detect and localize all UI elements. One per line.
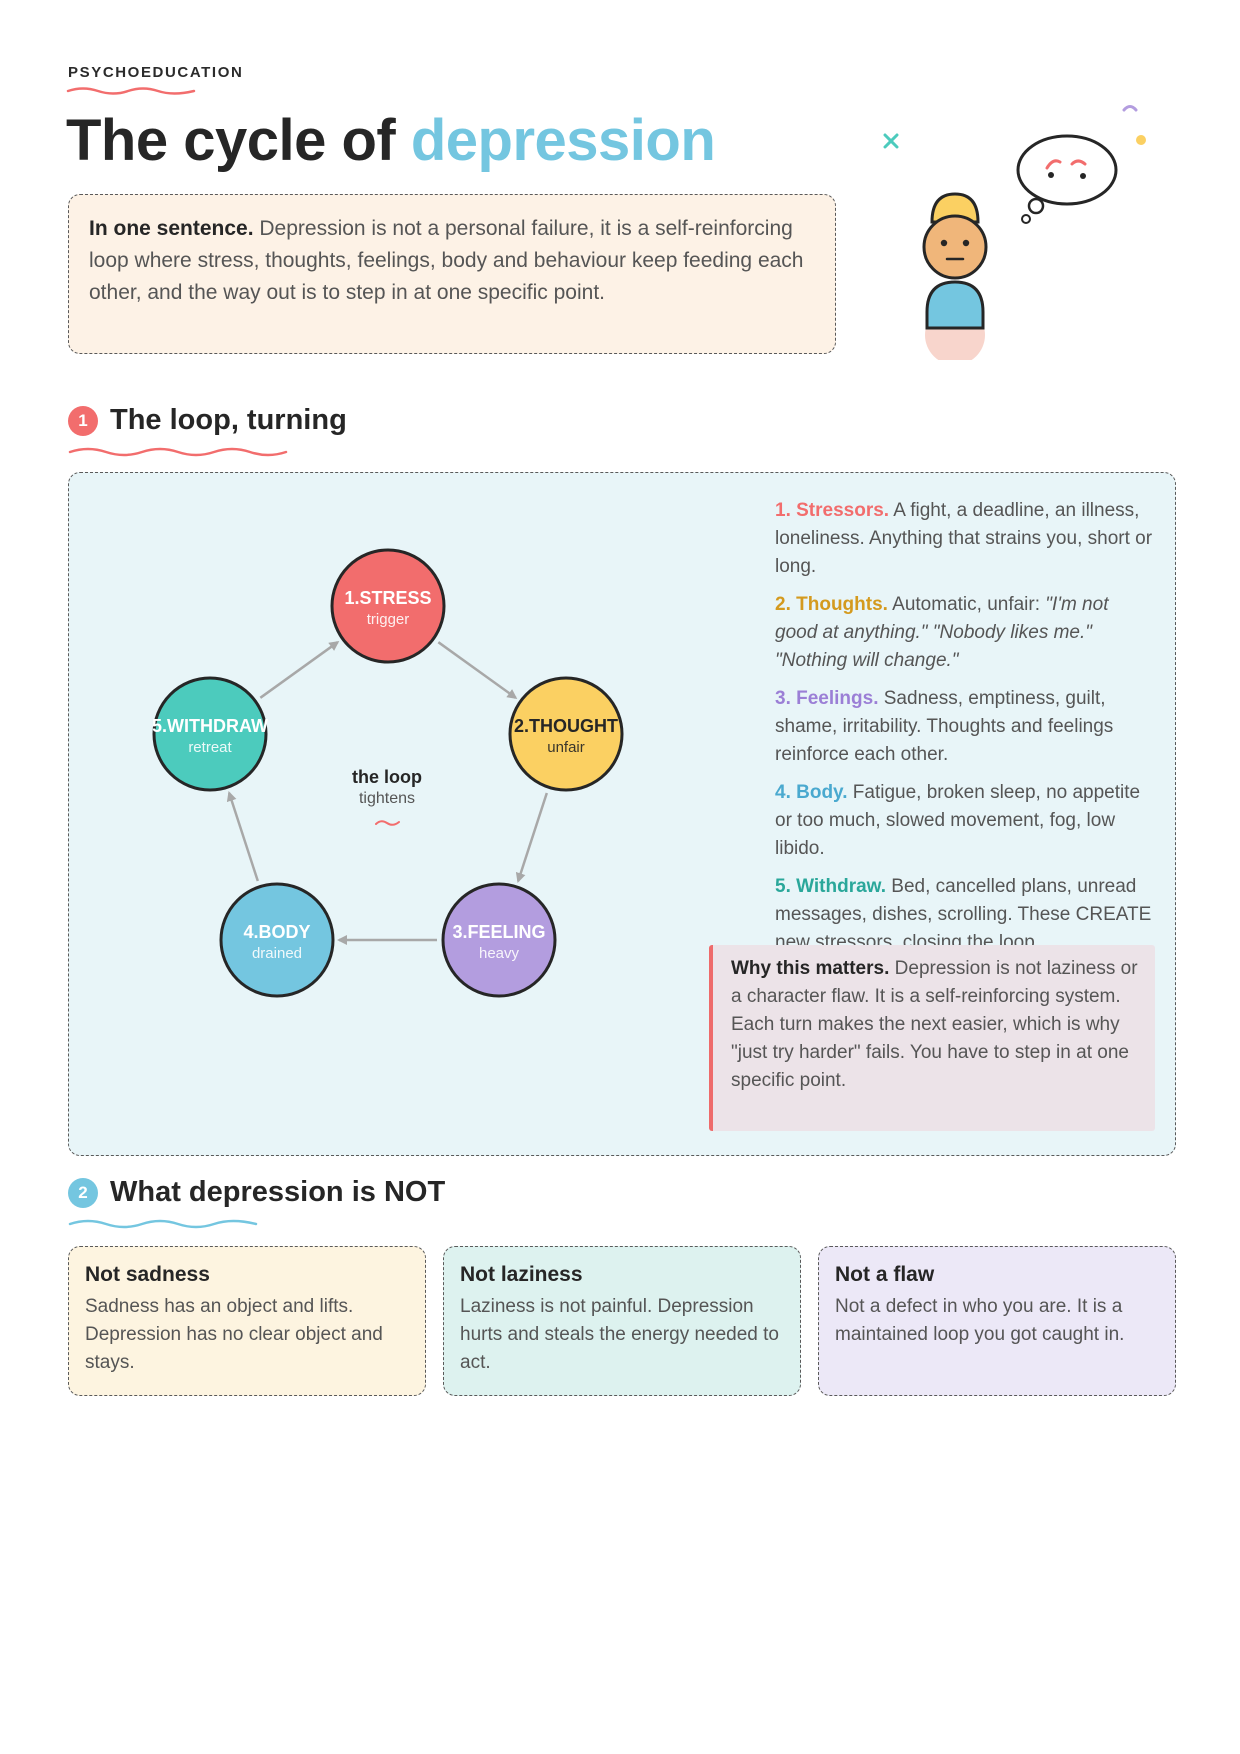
yellow-dot-icon <box>1136 135 1146 145</box>
section-1-number-badge: 1 <box>68 405 98 436</box>
page-title: The cycle of depression <box>66 108 716 175</box>
loop-node-sublabel: heavy <box>479 945 520 962</box>
step-italic-quotes: "I'm not good at anything." "Nobody like… <box>775 594 1109 671</box>
step-label: 4. Body. <box>775 782 848 803</box>
section-1-squiggle <box>68 447 288 457</box>
loop-node-stress: 1.STRESS trigger <box>330 548 446 664</box>
loop-node-thought: 2.THOUGHT unfair <box>508 676 624 792</box>
loop-node-label: 4.BODY <box>243 922 310 942</box>
not-card-text: Laziness is not painful. Depression hurt… <box>460 1296 780 1373</box>
loop-node-withdraw: 5.WITHDRAW retreat <box>152 676 268 792</box>
section-2-number-badge: 2 <box>68 1177 98 1208</box>
person-icon <box>922 192 988 360</box>
step-label: 3. Feelings. <box>775 688 879 709</box>
step-label: 2. Thoughts. <box>775 594 888 615</box>
summary-text: Depression is not a personal failure, it… <box>89 217 804 304</box>
thought-bubble-icon <box>1016 134 1118 224</box>
purple-arc-icon <box>1122 105 1138 112</box>
not-card-title: Not laziness <box>460 1263 583 1286</box>
summary-lead: In one sentence. <box>89 217 254 240</box>
loop-node-label: 5.WITHDRAW <box>152 716 268 736</box>
kicker-squiggle <box>66 87 196 95</box>
why-lead: Why this matters. <box>731 958 890 979</box>
why-this-matters-callout: Why this matters. Depression is not lazi… <box>709 945 1155 1131</box>
close-x-icon <box>883 133 899 149</box>
why-text: Depression is not laziness or a characte… <box>731 958 1138 1091</box>
step-text: Automatic, unfair: <box>887 594 1046 615</box>
page-title-main: The cycle of <box>66 108 411 173</box>
not-card-title: Not sadness <box>85 1263 210 1286</box>
step-item-stressors: 1. Stressors. A fight, a deadline, an il… <box>775 497 1155 581</box>
loop-panel: 1.STRESS trigger 2.THOUGHT unfair 3.FEELING h… <box>68 472 1176 1156</box>
loop-node-sublabel: retreat <box>188 739 232 756</box>
steps-list: 1. Stressors. A fight, a deadline, an il… <box>775 497 1155 967</box>
not-card-title: Not a flaw <box>835 1263 935 1286</box>
loop-node-body: 4.BODY drained <box>219 882 335 998</box>
loop-arrow <box>437 641 518 699</box>
step-item-feelings: 3. Feelings. Sadness, emptiness, guilt, … <box>775 685 1155 769</box>
loop-node-feeling: 3.FEELING heavy <box>441 882 557 998</box>
sad-person-illustration <box>883 105 1146 360</box>
step-item-thoughts: 2. Thoughts. Automatic, unfair: "I'm not… <box>775 591 1155 675</box>
step-text: Fatigue, broken sleep, no appetite or to… <box>775 782 1141 859</box>
loop-nodes: 1.STRESS trigger 2.THOUGHT unfair 3.FEELING h… <box>152 548 624 998</box>
section-2-heading: 2 What depression is NOT <box>68 1176 445 1209</box>
loop-diagram: 1.STRESS trigger 2.THOUGHT unfair 3.FEELING h… <box>152 548 624 998</box>
loop-node-circle <box>330 548 446 664</box>
step-label: 5. Withdraw. <box>775 876 887 897</box>
not-card-flaw: Not a flaw Not a defect in who you are. … <box>818 1246 1176 1396</box>
loop-node-label: 2.THOUGHT <box>514 716 618 736</box>
loop-node-circle <box>219 882 335 998</box>
section-1-title: The loop, turning <box>110 404 347 436</box>
section-2-squiggle <box>68 1219 258 1229</box>
loop-node-circle <box>152 676 268 792</box>
step-item-body: 4. Body. Fatigue, broken sleep, no appet… <box>775 779 1155 863</box>
loop-center-title: the loop <box>352 767 422 787</box>
not-card-text: Not a defect in who you are. It is a mai… <box>835 1296 1125 1345</box>
loop-node-label: 1.STRESS <box>344 588 431 608</box>
not-card-text: Sadness has an object and lifts. Depress… <box>85 1296 383 1373</box>
section-1-heading: 1 The loop, turning <box>68 404 347 437</box>
step-label: 1. Stressors. <box>775 500 890 521</box>
loop-node-sublabel: trigger <box>367 611 410 628</box>
loop-node-sublabel: drained <box>252 945 302 962</box>
not-card-sadness: Not sadness Sadness has an object and li… <box>68 1246 426 1396</box>
loop-center-squiggle <box>375 820 400 826</box>
loop-arrow <box>515 792 549 883</box>
loop-arrow <box>226 791 260 882</box>
kicker-label: PSYCHOEDUCATION <box>68 64 244 81</box>
step-text: Sadness, emptiness, guilt, shame, irrita… <box>775 688 1114 765</box>
loop-node-circle <box>441 882 557 998</box>
not-card-laziness: Not laziness Laziness is not painful. De… <box>443 1246 801 1396</box>
loop-node-circle <box>508 676 624 792</box>
loop-arrow <box>259 641 340 699</box>
step-text: A fight, a deadline, an illness, lonelin… <box>775 500 1153 577</box>
page-title-accent: depression <box>410 108 716 173</box>
summary-box: In one sentence. Depression is not a per… <box>68 194 836 354</box>
section-2-title: What depression is NOT <box>110 1176 446 1208</box>
loop-center-subtitle: tightens <box>359 790 415 807</box>
loop-node-sublabel: unfair <box>547 739 585 756</box>
loop-arrows <box>226 641 549 945</box>
loop-node-label: 3.FEELING <box>452 922 545 942</box>
